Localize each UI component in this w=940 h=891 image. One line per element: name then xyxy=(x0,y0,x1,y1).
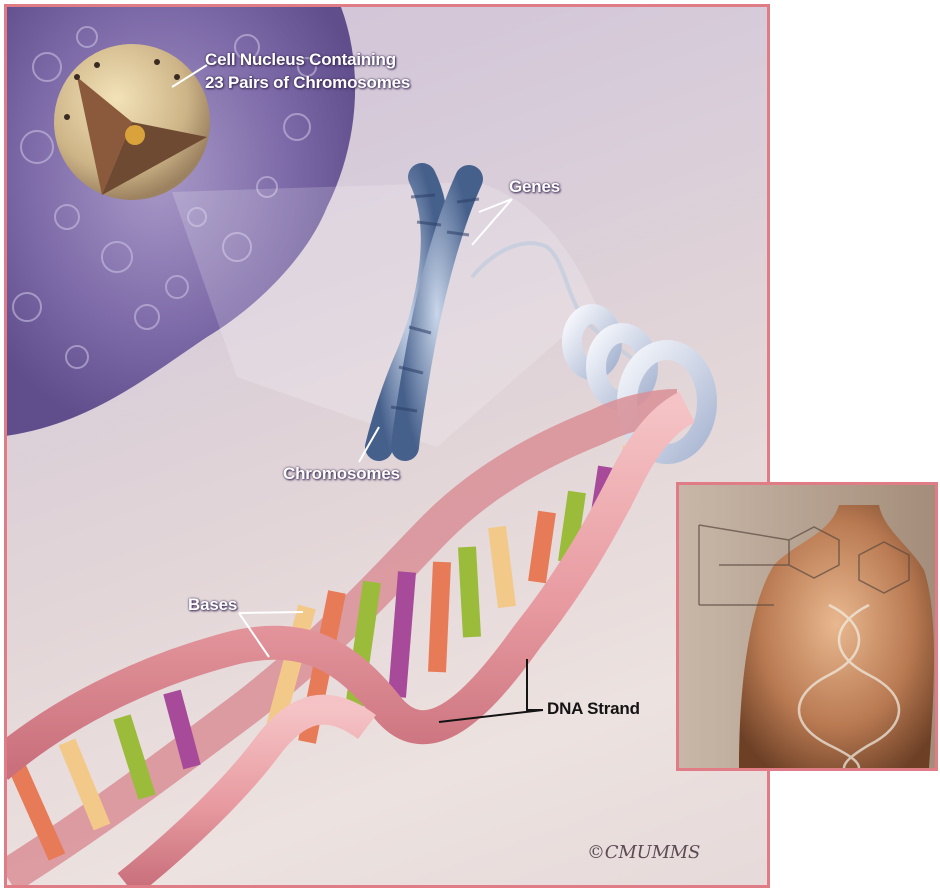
label-dna-strand: DNA Strand xyxy=(547,699,640,719)
torso-illustration xyxy=(679,485,935,768)
helix-front-strand-bottom xyxy=(127,710,367,885)
label-chromosomes: Chromosomes xyxy=(283,464,400,484)
dna-illustration-panel: Cell Nucleus Containing 23 Pairs of Chro… xyxy=(4,4,770,888)
artist-signature: ©CMUMMS xyxy=(587,843,700,863)
label-bases: Bases xyxy=(188,595,237,615)
label-nucleus-line2: 23 Pairs of Chromosomes xyxy=(205,73,410,93)
human-torso-inset xyxy=(676,482,938,771)
label-nucleus-line1: Cell Nucleus Containing xyxy=(205,50,396,70)
nucleus xyxy=(54,44,210,200)
dna-illustration xyxy=(7,7,767,885)
label-genes: Genes xyxy=(509,177,560,197)
